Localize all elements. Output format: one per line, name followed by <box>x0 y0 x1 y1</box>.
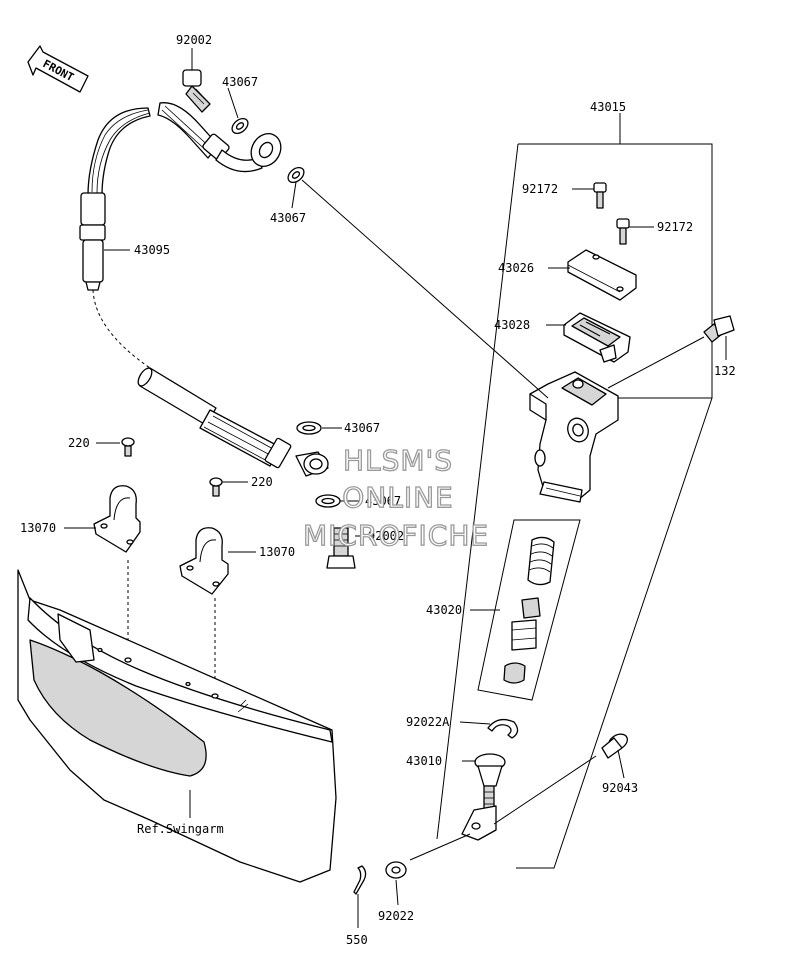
front-arrow-shape <box>27 45 89 93</box>
washer-lower-b-hole <box>321 497 335 505</box>
callout-washer-lower-a: 43067 <box>344 421 380 435</box>
callout-washer-lower-b: 43067 <box>365 494 401 508</box>
diaphragm <box>563 312 631 363</box>
washer-upper-a-hole <box>235 122 245 130</box>
callout-diaphragm: 43028 <box>494 318 530 332</box>
bolt-132-leader <box>607 336 705 389</box>
upper-banjo-fitting <box>250 133 282 167</box>
callout-hose-clamp-b: 13070 <box>259 545 295 559</box>
callout-bolt-132: 132 <box>714 364 736 378</box>
brake-hose <box>79 102 292 469</box>
callout-reservoir-cap: 43026 <box>498 261 534 275</box>
bolt-132 <box>703 315 735 343</box>
callout-washer-upper-a: 43067 <box>222 75 258 89</box>
watermark-line-1: HLSM'S <box>343 444 453 477</box>
callout-push-rod: 43010 <box>406 754 442 768</box>
callout-cap-screw-a: 92172 <box>522 182 558 196</box>
washer-upper-b-hole <box>291 171 301 179</box>
washer-bottom-hole <box>391 866 401 874</box>
cotter-pin <box>353 865 367 895</box>
callout-screw-220-a: 220 <box>68 436 90 450</box>
callout-cap-screw-b: 92172 <box>657 220 693 234</box>
lower-banjo-fitting <box>295 451 329 477</box>
callout-cotter-pin: 550 <box>346 933 368 947</box>
reservoir-cap <box>567 249 637 301</box>
cap-screw-a <box>593 182 607 209</box>
watermark-line-3: MICROFICHE <box>303 519 489 552</box>
push-rod <box>461 753 506 841</box>
callout-ref-swingarm: Ref.Swingarm <box>137 822 224 836</box>
circlip <box>487 718 519 739</box>
master-cylinder-body <box>529 371 619 503</box>
watermark: HLSM'S ONLINE MICROFICHE <box>302 443 489 552</box>
hose-clamp-a <box>93 485 141 553</box>
washer-lower-a-hole <box>302 424 316 432</box>
front-arrow: FRONT <box>27 45 89 93</box>
pin-leader <box>493 755 597 825</box>
screw-220-a <box>121 437 135 457</box>
washer-to-rod-leader <box>409 833 471 861</box>
hose-clamp-b <box>179 527 229 595</box>
bolt-upper <box>182 69 211 113</box>
callout-bolt-hose-bottom: 92002 <box>368 529 404 543</box>
callout-bolt-hose-top: 92002 <box>176 33 212 47</box>
callout-screw-220-b: 220 <box>251 475 273 489</box>
callout-washer-upper-b: 43067 <box>270 211 306 225</box>
part-labels: 92002 43067 43067 43095 43015 92172 9217… <box>20 33 736 947</box>
callout-hose-clamp-a: 13070 <box>20 521 56 535</box>
callout-master-cylinder-assy: 43015 <box>590 100 626 114</box>
callout-circlip: 92022A <box>406 715 450 729</box>
watermark-line-2: ONLINE <box>342 481 453 514</box>
callout-leaders <box>64 48 727 906</box>
bolt-lower <box>326 527 356 569</box>
pin-92043 <box>601 733 628 759</box>
swingarm-reference <box>17 569 337 883</box>
callout-brake-hose: 43095 <box>134 243 170 257</box>
callout-pin: 92043 <box>602 781 638 795</box>
callout-piston-kit: 43020 <box>426 603 462 617</box>
piston-kit <box>477 519 581 701</box>
screw-220-b <box>209 477 223 497</box>
cap-screw-b <box>616 218 630 245</box>
callout-washer-bottom: 92022 <box>378 909 414 923</box>
hose-to-cylinder-leader <box>301 179 549 399</box>
